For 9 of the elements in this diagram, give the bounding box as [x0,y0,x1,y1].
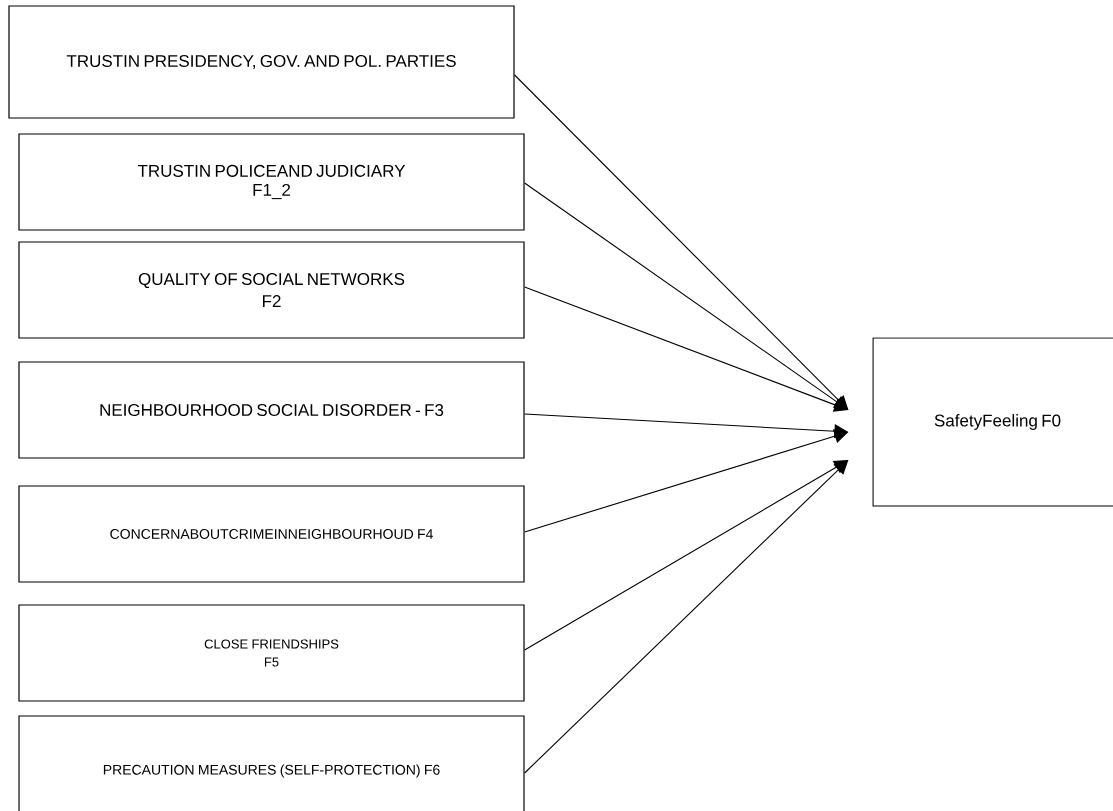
factor-box: TRUSTIN PRESIDENCY, GOV. AND POL. PARTIES [8,5,515,119]
factor-box: TRUSTIN POLICEAND JUDICIARY F1_2 [18,133,525,231]
factor-box: NEIGHBOURHOOD SOCIAL DISORDER - F3 [18,361,525,459]
arrow [524,460,849,774]
factor-box: PRECAUTION MEASURES (SELF-PROTECTION) F6 [18,715,525,811]
outcome-box: SafetyFeeling F0 [872,337,1113,507]
factor-box: CLOSE FRIENDSHIPS F5 [18,604,525,702]
factor-box: CONCERNABOUTCRIMEINNEIGHBOURHOUD F4 [18,485,525,583]
factor-box: QUALITY OF SOCIAL NETWORKS F2 [18,241,525,339]
